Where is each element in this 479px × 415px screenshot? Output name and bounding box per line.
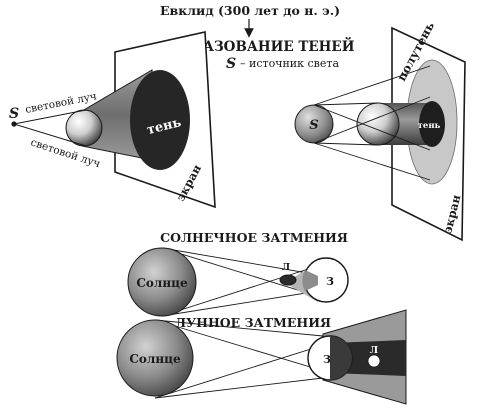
lunar-eclipse-title: ЛУННОЕ ЗАТМЕНИЯ <box>175 315 331 330</box>
lunar-earth-label: З <box>323 353 331 366</box>
lunar-sun-label: Солнце <box>129 352 181 366</box>
right-source-label: S <box>309 118 318 133</box>
left-ray-lower <box>13 123 87 147</box>
main-heading: ОБРАЗОВАНИЕ ТЕНЕЙ <box>170 38 355 55</box>
solar-earth-shade <box>302 270 318 291</box>
solar-moon-label: Л <box>282 262 290 273</box>
left-source-point <box>11 121 17 127</box>
right-shadow-ellipse <box>419 101 445 147</box>
lunar-rays <box>154 319 331 399</box>
left-ray-upper <box>13 109 87 125</box>
solar-eclipse-diagram: СОЛНЕЧНОЕ ЗАТМЕНИЯ Солнце З Л <box>127 230 349 317</box>
source-symbol: S <box>226 56 236 72</box>
lunar-moon <box>367 354 381 368</box>
solar-sun-label: Солнце <box>136 276 188 290</box>
solar-earth-label: З <box>326 275 334 288</box>
left-shadow-diagram: тень S световой луч световой луч экран <box>9 31 216 209</box>
solar-eclipse-title: СОЛНЕЧНОЕ ЗАТМЕНИЯ <box>160 230 348 245</box>
lunar-eclipse-diagram: ЛУННОЕ ЗАТМЕНИЯ Солнце З Л <box>116 309 407 405</box>
source-caption: – источник света <box>240 57 339 70</box>
left-source-label: S <box>9 106 19 122</box>
solar-moon <box>279 274 297 286</box>
top-caption: Евклид (300 лет до н. э.) <box>160 3 340 18</box>
lunar-moon-label: Л <box>370 345 378 356</box>
left-shadow-ellipse <box>130 70 190 170</box>
right-rays <box>313 65 431 181</box>
solar-sun <box>127 247 197 317</box>
lunar-earth-shade <box>330 336 352 380</box>
left-object-ball <box>65 109 103 147</box>
lunar-sun <box>116 319 194 397</box>
right-shadow-label: тень <box>418 121 441 131</box>
